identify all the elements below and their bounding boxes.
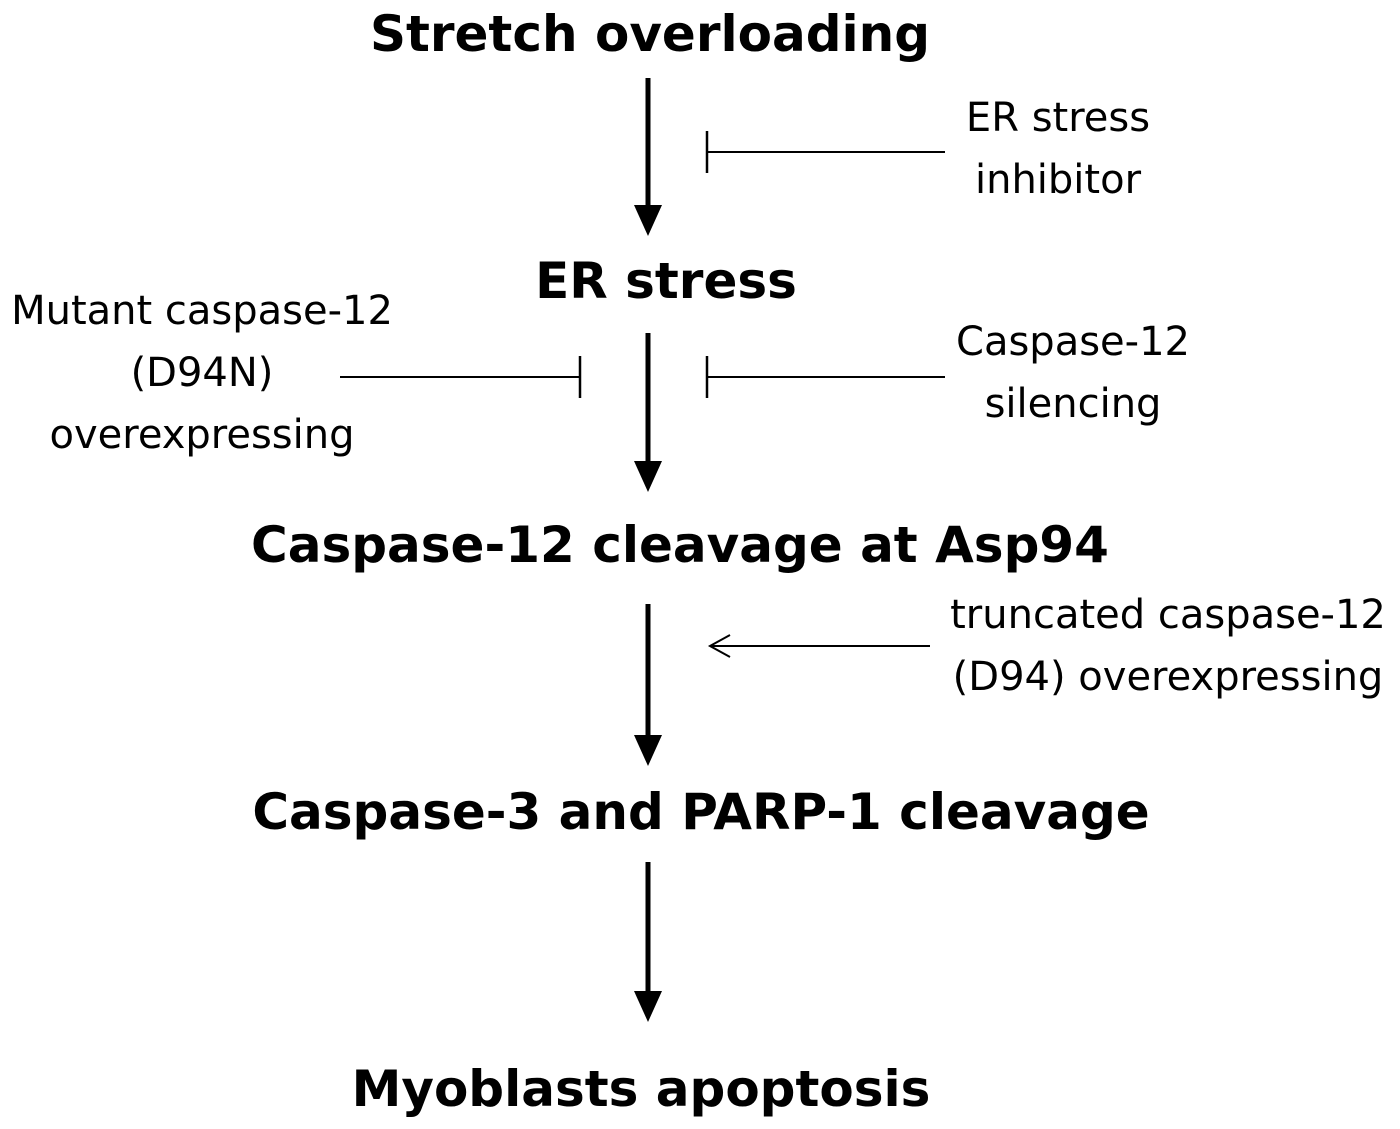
arrow-truncated-caspase12 [707, 634, 930, 658]
note-line: silencing [984, 381, 1162, 427]
arrow-stretch-to-er-stress [634, 78, 662, 236]
note-line: Mutant caspase-12 [11, 288, 393, 334]
note-line: (D94) overexpressing [952, 654, 1384, 700]
note-line: ER stress [965, 95, 1151, 141]
note-caspase12-silencing: Caspase-12 silencing [956, 311, 1190, 435]
note-mutant-caspase12: Mutant caspase-12 (D94N) overexpressing [11, 280, 393, 466]
note-line: (D94N) [130, 350, 274, 396]
inhibit-mutant-caspase12 [340, 356, 582, 398]
step-caspase12-cleavage: Caspase-12 cleavage at Asp94 [251, 516, 1109, 574]
note-truncated-caspase12: truncated caspase-12 (D94) overexpressin… [950, 584, 1386, 708]
arrow-er-stress-to-caspase12 [634, 333, 662, 492]
step-caspase3-parp1-cleavage: Caspase-3 and PARP-1 cleavage [252, 783, 1150, 841]
note-er-stress-inhibitor: ER stress inhibitor [966, 87, 1150, 211]
step-myoblasts-apoptosis: Myoblasts apoptosis [351, 1060, 931, 1118]
inhibit-er-stress-inhibitor [705, 131, 945, 173]
arrow-caspase3-to-apoptosis [634, 862, 662, 1022]
note-line: truncated caspase-12 [950, 592, 1386, 638]
note-line: overexpressing [49, 412, 355, 458]
step-stretch-overloading: Stretch overloading [369, 5, 931, 63]
inhibit-caspase12-silencing [705, 356, 945, 398]
arrow-caspase12-to-caspase3 [634, 604, 662, 766]
note-line: Caspase-12 [956, 319, 1190, 365]
step-er-stress: ER stress [535, 252, 797, 310]
note-line: inhibitor [974, 157, 1142, 203]
